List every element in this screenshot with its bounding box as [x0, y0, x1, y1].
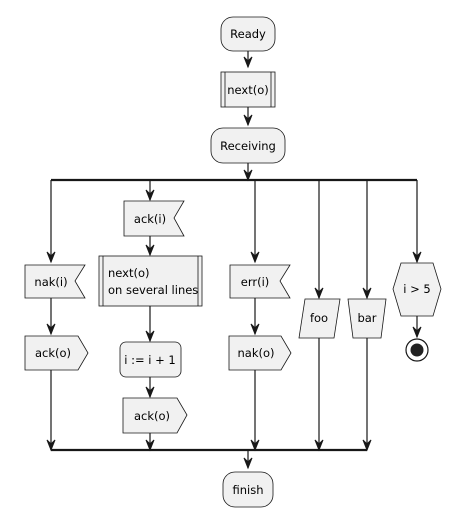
next-subprocess-node: next(o)	[220, 71, 276, 108]
nak-branch-send-label: ack(o)	[35, 346, 71, 360]
next-label: next(o)	[227, 83, 269, 97]
finish-node: finish	[222, 471, 274, 508]
err-receive-label: err(i)	[241, 275, 270, 289]
receiving-node: Receiving	[210, 127, 286, 164]
ack-receive-label: ack(i)	[134, 212, 166, 226]
start-label: Ready	[230, 27, 266, 41]
next-multiline-label-2: on several lines	[108, 283, 198, 297]
err-receive-node: err(i)	[229, 264, 291, 299]
stop-node-icon	[405, 338, 429, 362]
nak-receive-node: nak(i)	[24, 264, 86, 299]
receiving-label: Receiving	[220, 139, 276, 153]
nak-receive-label: nak(i)	[34, 275, 67, 289]
start-node: Ready	[220, 16, 276, 52]
finish-label: finish	[232, 483, 263, 497]
bar-node: bar	[347, 298, 387, 339]
foo-label: foo	[310, 311, 328, 325]
err-branch-send-label: nak(o)	[237, 346, 274, 360]
nak-branch-send-node: ack(o)	[24, 335, 89, 371]
assign-node: i := i + 1	[119, 341, 182, 378]
ack-branch-send-node: ack(o)	[122, 397, 188, 434]
ack-branch-send-label: ack(o)	[134, 409, 170, 423]
bar-label: bar	[357, 311, 376, 325]
err-branch-send-node: nak(o)	[228, 335, 292, 371]
arrowheads	[46, 56, 422, 470]
next-multiline-subprocess-node: next(o) on several lines	[98, 255, 203, 307]
ack-receive-node: ack(i)	[123, 200, 185, 237]
next-multiline-label-1: next(o)	[108, 266, 150, 280]
condition-node: i > 5	[392, 262, 442, 317]
foo-node: foo	[298, 298, 341, 339]
assign-label: i := i + 1	[124, 353, 175, 367]
condition-label: i > 5	[403, 282, 430, 296]
